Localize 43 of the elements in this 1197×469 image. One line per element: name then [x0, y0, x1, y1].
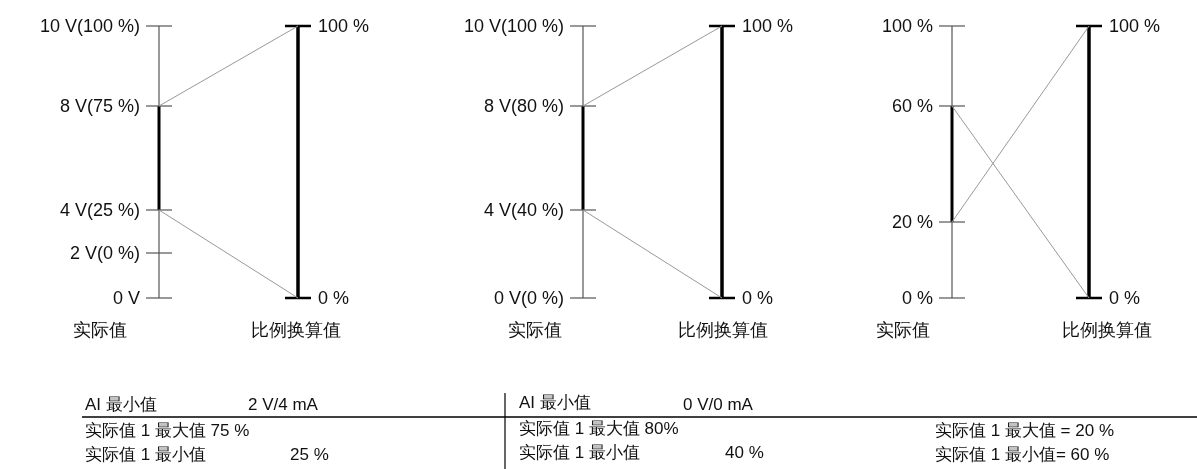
- tick-label: 2 V(0 %): [69, 241, 159, 265]
- tick-label: 60 %: [891, 94, 952, 118]
- axis-title: 比例换算值: [678, 319, 768, 342]
- axis-title: 比例换算值: [251, 319, 341, 342]
- axis-title: 实际值: [73, 319, 127, 342]
- axis-title: 实际值: [876, 319, 930, 342]
- axis-title: 实际值: [508, 319, 562, 342]
- tick-label: 100 %: [722, 14, 794, 38]
- mapping-line: [582, 209, 723, 299]
- table-text: 实际值 1 最小值= 60 %: [935, 445, 1110, 465]
- table-text: 实际值 1 最大值 = 20 %: [935, 421, 1115, 441]
- tick-label: 0 %: [1089, 286, 1141, 310]
- table-text: AI 最小值: [519, 393, 591, 413]
- table-text: 0 V/0 mA: [683, 395, 753, 415]
- tick-label: 4 V(40 %): [483, 198, 583, 222]
- table-text: 实际值 1 最大值 75 %: [85, 421, 250, 441]
- mapping-line: [158, 209, 299, 299]
- tick-label: 100 %: [298, 14, 370, 38]
- tick-label: 0 %: [722, 286, 774, 310]
- tick-label: 10 V(100 %): [39, 14, 159, 38]
- tick-label: 8 V(80 %): [483, 94, 583, 118]
- tick-label: 8 V(75 %): [59, 94, 159, 118]
- tick-label: 0 %: [298, 286, 350, 310]
- table-text: 实际值 1 最小值: [519, 443, 640, 463]
- table-text: 实际值 1 最小值: [85, 445, 206, 465]
- tick-label: 20 %: [891, 210, 952, 234]
- table-text: 25 %: [290, 445, 329, 465]
- table-text: AI 最小值: [85, 395, 157, 415]
- mapping-line: [951, 25, 1090, 223]
- tick-label: 100 %: [1089, 14, 1161, 38]
- mapping-line: [951, 105, 1090, 299]
- table-text: 2 V/4 mA: [248, 395, 318, 415]
- tick-label: 100 %: [881, 14, 952, 38]
- axis-title: 比例换算值: [1062, 319, 1152, 342]
- tick-label: 0 V(0 %): [493, 286, 583, 310]
- mapping-line: [582, 25, 723, 107]
- tick-label: 0 V: [112, 286, 159, 310]
- mapping-line: [158, 25, 299, 107]
- tick-label: 0 %: [901, 286, 952, 310]
- tick-label: 10 V(100 %): [463, 14, 583, 38]
- tick-label: 4 V(25 %): [59, 198, 159, 222]
- table-text: 实际值 1 最大值 80%: [519, 419, 679, 439]
- table-text: 40 %: [725, 443, 764, 463]
